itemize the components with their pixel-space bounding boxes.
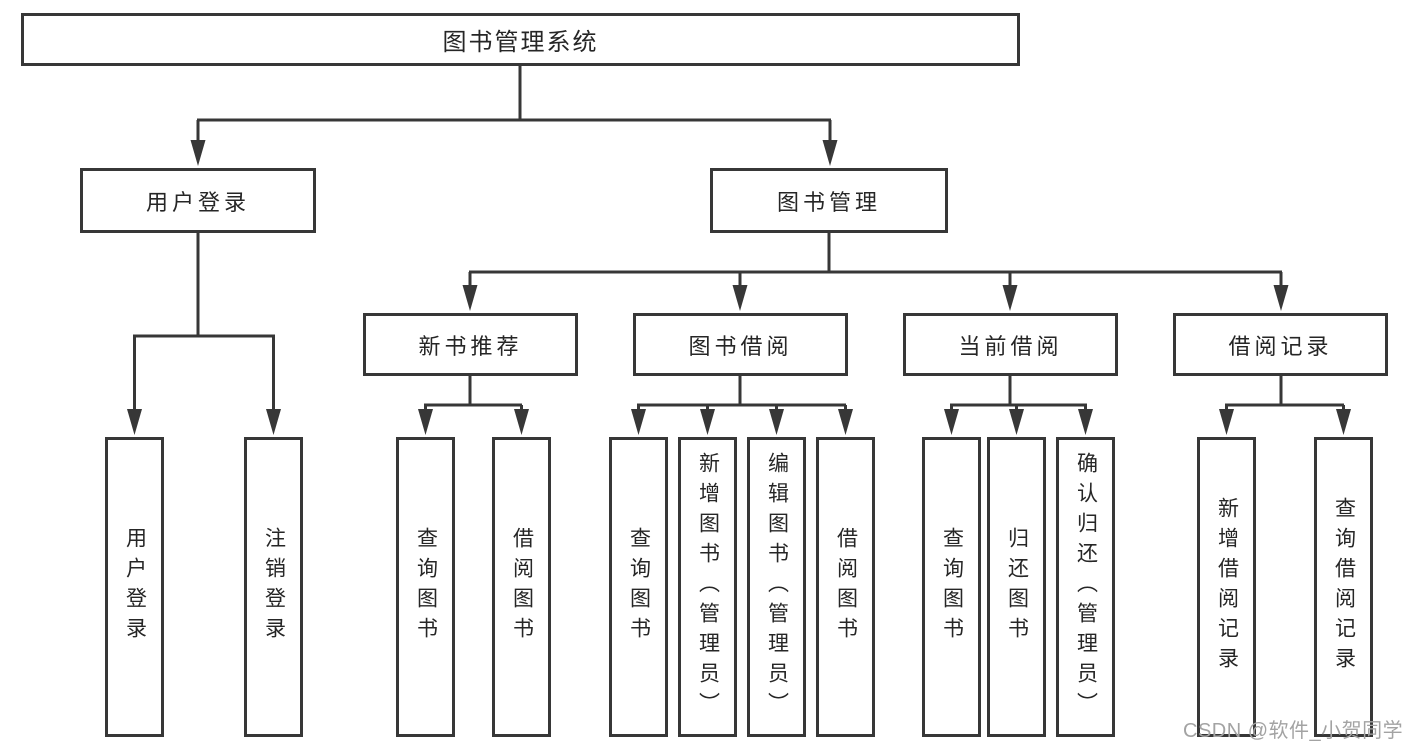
arrowhead-icon xyxy=(127,409,142,435)
node-borrowing-records: 借阅记录 xyxy=(1173,313,1388,376)
node-book-borrowing: 图书借阅 xyxy=(633,313,848,376)
arrowhead-icon xyxy=(418,409,433,435)
arrowhead-icon xyxy=(190,140,206,166)
leaf-label: 新增图书（管理员） xyxy=(696,452,720,722)
arrowhead-icon xyxy=(944,409,959,435)
node-label: 用户登录 xyxy=(145,189,250,215)
leaf-edit-books-admin: 编辑图书（管理员） xyxy=(747,437,806,737)
arrowhead-icon xyxy=(514,409,529,435)
leaf-label: 注销登录 xyxy=(262,527,286,647)
leaf-label: 编辑图书（管理员） xyxy=(765,452,789,722)
leaf-return-books: 归还图书 xyxy=(987,437,1046,737)
arrowhead-icon xyxy=(1273,285,1289,311)
node-label: 图书管理 xyxy=(776,189,881,215)
leaf-add-books-admin: 新增图书（管理员） xyxy=(678,437,737,737)
leaf-label: 用户登录 xyxy=(123,527,147,647)
leaf-label: 查询借阅记录 xyxy=(1332,497,1356,677)
leaf-logout: 注销登录 xyxy=(244,437,303,737)
node-label: 图书借阅 xyxy=(688,333,793,359)
arrowhead-icon xyxy=(1336,409,1351,435)
node-label: 当前借阅 xyxy=(958,333,1063,359)
arrowhead-icon xyxy=(631,409,646,435)
leaf-user-login: 用户登录 xyxy=(105,437,164,737)
leaf-label: 查询图书 xyxy=(414,527,438,647)
leaf-label: 借阅图书 xyxy=(834,527,858,647)
leaf-label: 归还图书 xyxy=(1005,527,1029,647)
node-user-login: 用户登录 xyxy=(80,168,316,233)
node-book-management: 图书管理 xyxy=(710,168,948,233)
leaf-label: 确认归还（管理员） xyxy=(1074,452,1098,722)
node-label: 图书管理系统 xyxy=(442,29,599,56)
leaf-query-borrow-record: 查询借阅记录 xyxy=(1314,437,1373,737)
leaf-confirm-return-admin: 确认归还（管理员） xyxy=(1056,437,1115,737)
leaf-query-books-current: 查询图书 xyxy=(922,437,981,737)
node-library-management-system: 图书管理系统 xyxy=(21,13,1020,66)
arrowhead-icon xyxy=(769,409,784,435)
arrowhead-icon xyxy=(838,409,853,435)
leaf-query-books-recommend: 查询图书 xyxy=(396,437,455,737)
arrowhead-icon xyxy=(1078,409,1093,435)
arrowhead-icon xyxy=(462,285,478,311)
leaf-add-borrow-record: 新增借阅记录 xyxy=(1197,437,1256,737)
arrowhead-icon xyxy=(1219,409,1234,435)
leaf-borrow-books: 借阅图书 xyxy=(816,437,875,737)
node-label: 新书推荐 xyxy=(418,333,523,359)
leaf-label: 新增借阅记录 xyxy=(1215,497,1239,677)
arrowhead-icon xyxy=(732,285,748,311)
node-new-book-recommendation: 新书推荐 xyxy=(363,313,578,376)
node-label: 借阅记录 xyxy=(1228,333,1333,359)
leaf-borrow-books-recommend: 借阅图书 xyxy=(492,437,551,737)
leaf-label: 借阅图书 xyxy=(510,527,534,647)
leaf-label: 查询图书 xyxy=(940,527,964,647)
arrowhead-icon xyxy=(1002,285,1018,311)
leaf-query-books-borrowing: 查询图书 xyxy=(609,437,668,737)
arrowhead-icon xyxy=(700,409,715,435)
arrowhead-icon xyxy=(1009,409,1024,435)
arrowhead-icon xyxy=(266,409,281,435)
leaf-label: 查询图书 xyxy=(627,527,651,647)
node-current-borrowing: 当前借阅 xyxy=(903,313,1118,376)
csdn-watermark: CSDN @软件_小贺同学 xyxy=(1183,720,1404,742)
arrowhead-icon xyxy=(822,140,838,166)
